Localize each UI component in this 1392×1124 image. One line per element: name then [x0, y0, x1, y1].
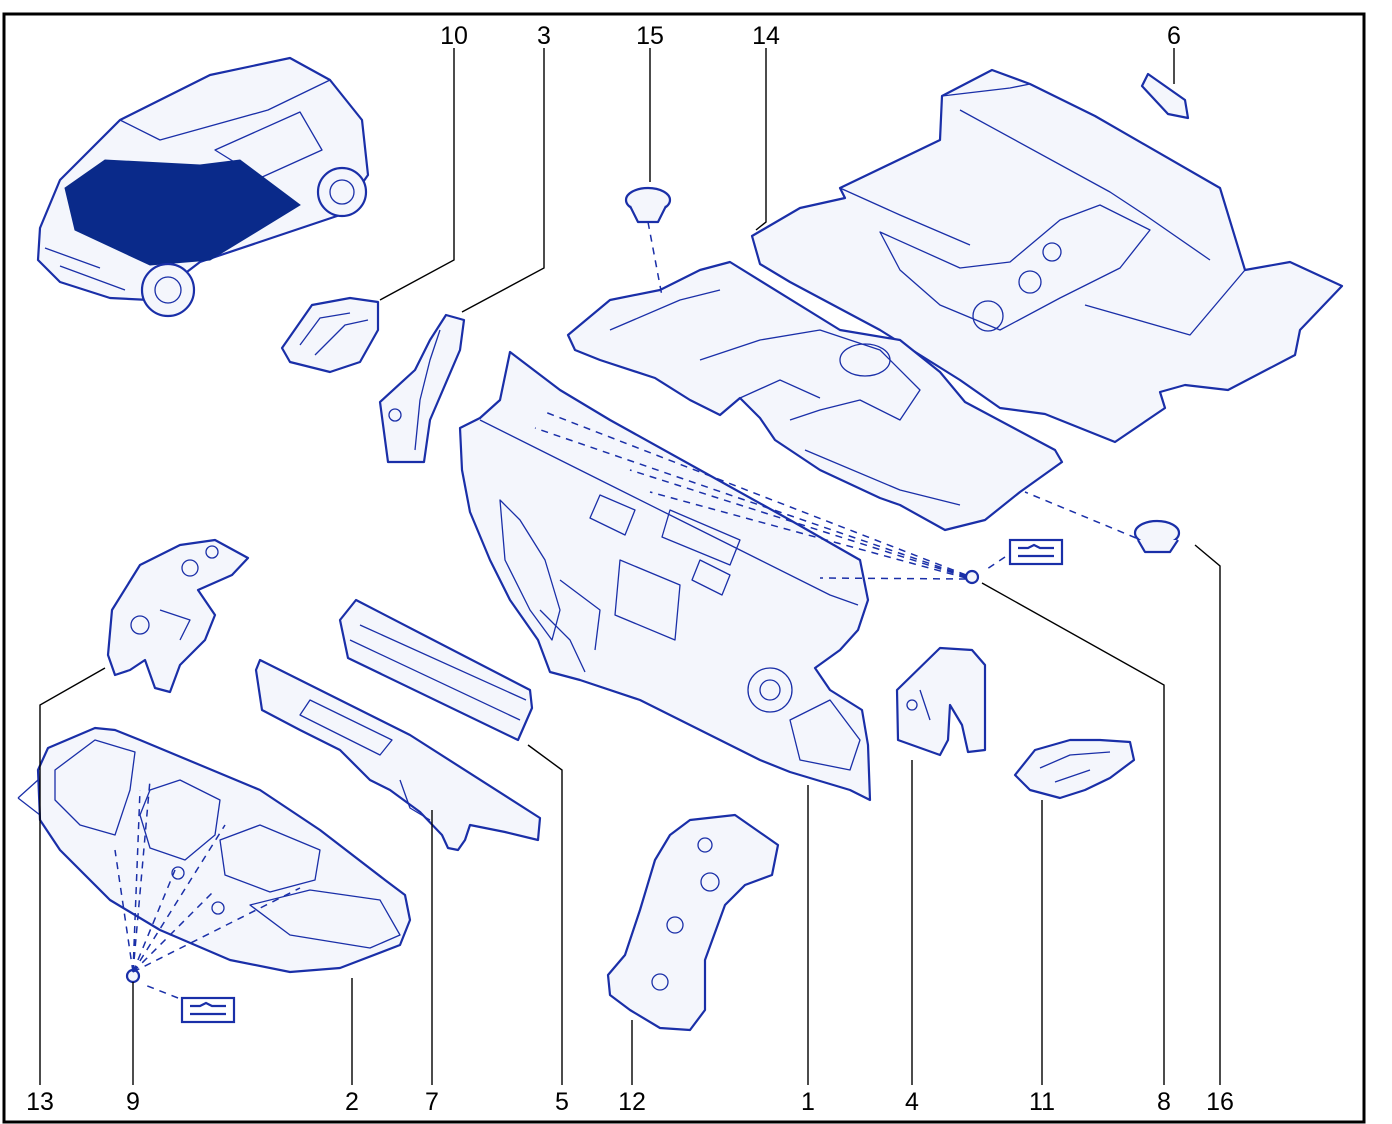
- clip-symbol-icon: [1008, 538, 1064, 566]
- callout-10: 10: [440, 22, 468, 50]
- part-1-firewall-insulator: [458, 350, 872, 802]
- callout-15: 15: [636, 22, 664, 50]
- part-6-pad: [1140, 72, 1190, 120]
- part-11-pad: [1013, 738, 1136, 800]
- part-7-strip: [254, 658, 542, 852]
- callout-4: 4: [905, 1088, 919, 1116]
- vehicle-thumbnail-icon: [36, 56, 370, 318]
- part-3-panel: [378, 313, 466, 464]
- part-14-floor-carpet: [750, 68, 1344, 444]
- part-15-clip: [624, 186, 672, 224]
- callout-12: 12: [618, 1088, 646, 1116]
- callout-5: 5: [555, 1088, 569, 1116]
- callout-14: 14: [752, 22, 780, 50]
- assembly-dashed-lines: [114, 221, 1137, 999]
- part-2-pad: [17, 726, 412, 974]
- leader-lines: [39, 48, 1221, 1085]
- callout-11: 11: [1029, 1088, 1055, 1116]
- part-5-strip: [338, 598, 534, 742]
- front-floor-carpet: [566, 260, 1064, 532]
- part-4-panel: [895, 646, 987, 757]
- part-12-pad: [606, 813, 780, 1032]
- diagram-frame: [2, 12, 1366, 1124]
- callout-9: 9: [126, 1088, 140, 1116]
- part-16-clip: [1133, 519, 1181, 554]
- clip-symbol-icon: [180, 996, 236, 1024]
- callout-16: 16: [1206, 1088, 1234, 1116]
- callout-7: 7: [425, 1088, 439, 1116]
- callout-6: 6: [1167, 22, 1181, 50]
- part-8-clip: [964, 569, 980, 585]
- callout-3: 3: [537, 22, 551, 50]
- callout-2: 2: [345, 1088, 359, 1116]
- part-13-pad: [106, 538, 250, 694]
- part-10-pad: [280, 296, 380, 374]
- callout-1: 1: [801, 1088, 815, 1116]
- callout-8: 8: [1157, 1088, 1171, 1116]
- callout-13: 13: [26, 1088, 54, 1116]
- callout-labels: 10 3 15 14 6 13 9 2 7 5 12 1 4 11 8 16: [26, 22, 1234, 1116]
